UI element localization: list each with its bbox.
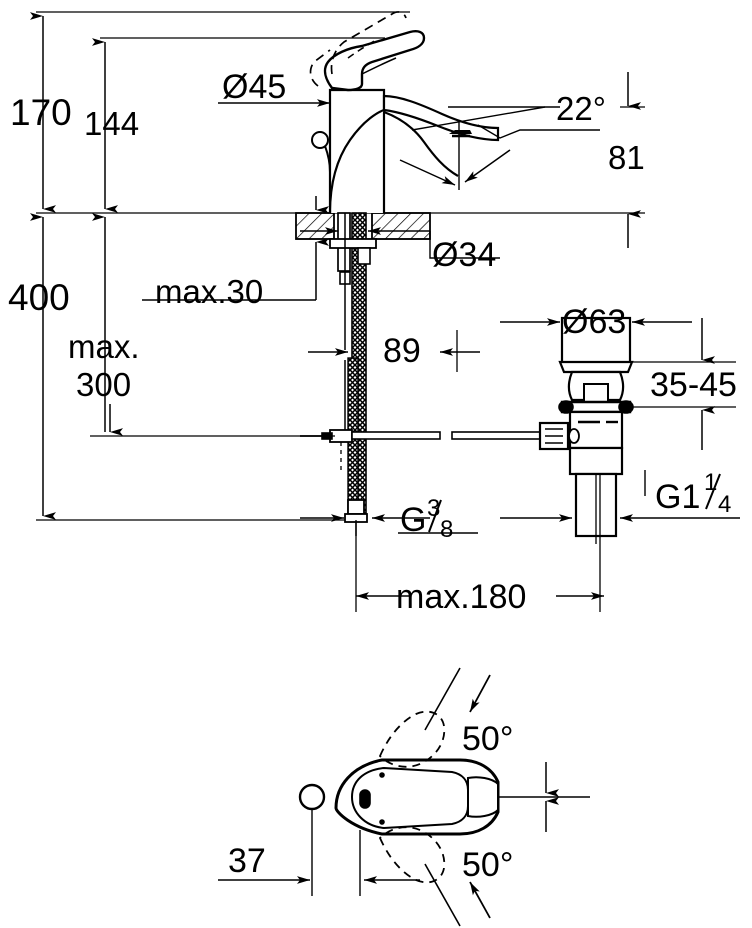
drain-waste-body <box>538 316 634 544</box>
arrow-22deg-a <box>399 159 456 186</box>
plan-angle-line-down <box>424 863 461 927</box>
dim-label-400: 400 <box>8 277 70 318</box>
dim-label-g114: G1 <box>655 478 700 516</box>
dim-label-max300-line1: max. <box>68 328 140 365</box>
supply-assembly <box>329 212 377 536</box>
dim-label-g114-group: G1 1 4 <box>655 469 731 518</box>
dim-label-g38-numerator: 3 <box>427 495 440 522</box>
mixer-body <box>309 11 500 214</box>
dim-label-144: 144 <box>84 105 139 142</box>
plan-popup-knob <box>298 783 326 811</box>
elevation-view-geometry <box>36 11 645 544</box>
plan-angle-line-up <box>424 667 461 731</box>
dim-label-d63: Ø63 <box>562 303 626 341</box>
plan-handle-rot-up <box>378 710 446 768</box>
dim-label-50deg-upper: 50° <box>462 720 513 758</box>
dim-label-g114-denominator: 4 <box>718 491 731 518</box>
dim-label-max300-line2: 300 <box>76 366 131 403</box>
dim-label-d45: Ø45 <box>222 68 286 106</box>
leader-22deg <box>411 106 546 131</box>
dim-label-89: 89 <box>383 332 421 370</box>
dim-label-max30: max.30 <box>155 273 263 310</box>
plan-handle-rot-down <box>378 826 446 884</box>
dim-label-37: 37 <box>228 842 266 880</box>
dim-label-50deg-lower: 50° <box>462 846 513 884</box>
leader-22deg-curve <box>477 124 600 139</box>
top-plan-view-geometry <box>218 667 590 927</box>
plan-angle-arrow-down <box>469 881 491 919</box>
plan-angle-arrow-up <box>469 674 491 713</box>
dim-label-g38-denominator: 8 <box>440 516 453 543</box>
popup-rod-linkage <box>300 429 541 470</box>
dim-label-81: 81 <box>608 139 645 176</box>
arrow-22deg-b <box>464 149 511 183</box>
plan-lever-tip <box>467 776 499 818</box>
leader-d34-elbow <box>429 231 500 259</box>
dim-label-d34: Ø34 <box>432 236 496 274</box>
popup-knob <box>311 131 329 149</box>
dim-label-g114-numerator: 1 <box>704 469 717 496</box>
dim-label-170: 170 <box>10 92 72 133</box>
dim-label-35-45: 35-45 <box>650 366 737 404</box>
dim-label-g38: G <box>400 501 426 539</box>
dim-label-22deg: 22° <box>556 90 606 127</box>
dim-label-g38-group: G 3 8 <box>400 495 453 543</box>
plan-slot <box>359 789 371 809</box>
dim-label-max180: max.180 <box>396 578 526 616</box>
counter-section <box>295 212 431 240</box>
elevation-dimension-lines <box>30 12 740 612</box>
